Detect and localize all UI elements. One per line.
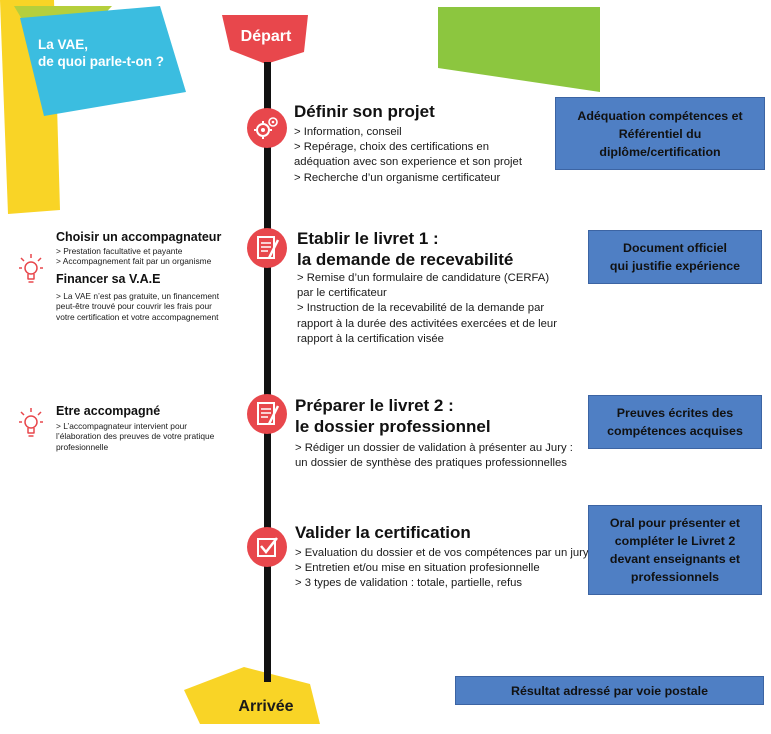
step-detail-line: rapport à la durée des activitées exercé…: [297, 317, 557, 330]
step-3-title: Préparer le livret 2 : le dossier profes…: [295, 395, 491, 437]
side-note-line: l’élaboration des preuves de votre prati…: [56, 431, 215, 442]
intro-line: La VAE,: [38, 37, 89, 52]
green-corner-shape: [438, 7, 600, 92]
gears-icon: [254, 117, 278, 139]
step-1-details: > Information, conseil > Repérage, choix…: [294, 125, 522, 186]
box-line: compétences acquises: [607, 424, 743, 438]
side-note-title: Financer sa V.A.E: [56, 272, 161, 286]
step-detail-line: > Remise d’un formulaire de candidature …: [297, 272, 550, 284]
box-line: Référentiel du: [618, 126, 702, 141]
side-note-line: > L’accompagnateur intervient pour: [56, 421, 188, 431]
side-note-title: Choisir un accompagnateur: [56, 230, 222, 244]
lightbulb-icon: [19, 408, 43, 437]
step-detail-line: > Evaluation du dossier et de vos compét…: [295, 547, 589, 559]
step-1-badge: [247, 108, 287, 148]
box-line: diplôme/certification: [599, 144, 721, 159]
box-line: qui justifie expérience: [609, 259, 741, 273]
step-detail-line: > Repérage, choix des certifications en: [294, 141, 489, 154]
side-note-line: > Prestation facultative et payante: [56, 246, 183, 256]
step-title-line: Valider la certification: [295, 523, 471, 542]
step-2-badge: [247, 228, 287, 268]
side-note-line: > La VAE n’est pas gratuite, un financem…: [56, 291, 220, 301]
cyan-intro-banner: [20, 6, 186, 116]
side-note-line: votre certification et votre accompagnem…: [56, 311, 219, 322]
box-line: professionnels: [630, 570, 720, 584]
step-detail-line: adéquation avec son experience et son pr…: [294, 156, 522, 169]
box-line: Preuves écrites des: [616, 406, 734, 420]
box-line: Document officiel: [623, 241, 727, 255]
box-line: devant enseignants et: [609, 552, 741, 566]
step-4-title: Valider la certification: [295, 522, 471, 543]
start-label: Départ: [240, 28, 292, 45]
intro-line: de quoi parle-t-on ?: [38, 54, 164, 69]
step-title-line: le dossier professionnel: [295, 417, 491, 436]
intro-title: La VAE, de quoi parle-t-on ?: [38, 36, 178, 70]
step-detail-line: un dossier de synthèse des pratiques pro…: [295, 457, 567, 470]
box-line: Oral pour présenter et: [609, 516, 741, 530]
step-detail-line: > Recherche d’un organisme certificateur: [294, 171, 501, 184]
step-3-badge: [247, 394, 287, 434]
side-note-details: > L’accompagnateur intervient pour l’éla…: [56, 421, 214, 452]
document-icon: [257, 236, 280, 259]
document-icon: [257, 402, 280, 425]
info-box-referential: Adéquation compétences et Référentiel du…: [555, 97, 765, 170]
step-detail-line: > Information, conseil: [294, 126, 402, 138]
box-line: compléter le Livret 2: [614, 534, 736, 548]
side-note-line: peut-être trouvé pour couvrir les frais …: [56, 301, 212, 312]
side-note-title: Etre accompagné: [56, 404, 161, 418]
step-2-title: Etablir le livret 1 : la demande de rece…: [297, 228, 513, 270]
step-detail-line: par le certificateur: [297, 287, 387, 300]
info-box-result: Résultat adressé par voie postale: [455, 676, 764, 705]
side-note-line: > Accompagnement fait par un organisme: [56, 256, 212, 267]
step-detail-line: > Rédiger un dossier de validation à pré…: [295, 442, 573, 454]
side-note-details: > Prestation facultative et payante > Ac…: [56, 246, 211, 267]
step-title-line: Préparer le livret 2 :: [295, 396, 454, 415]
box-line: Résultat adressé par voie postale: [511, 683, 708, 698]
info-box-oral-exam: Oral pour présenter et compléter le Livr…: [588, 505, 762, 595]
step-detail-line: > Instruction de la recevabilité de la d…: [297, 302, 545, 315]
end-banner-shape: [184, 667, 320, 724]
step-title-line: Définir son projet: [294, 102, 435, 121]
side-note-line: profesionnelle: [56, 441, 109, 452]
step-2-details: > Remise d’un formulaire de candidature …: [297, 271, 557, 347]
lightbulb-icon: [19, 254, 43, 283]
end-label: Arrivée: [238, 698, 294, 715]
step-detail-line: rapport à la certification visée: [297, 332, 444, 345]
checkbox-icon: [257, 537, 278, 557]
step-title-line: Etablir le livret 1 :: [297, 229, 439, 248]
step-4-badge: [247, 527, 287, 567]
side-note-details: > La VAE n’est pas gratuite, un financem…: [56, 291, 219, 322]
step-title-line: la demande de recevabilité: [297, 250, 514, 269]
box-line: Adéquation compétences et: [577, 108, 743, 123]
step-3-details: > Rédiger un dossier de validation à pré…: [295, 441, 573, 471]
start-banner-shape: [222, 15, 308, 64]
step-detail-line: > 3 types de validation : totale, partie…: [295, 577, 523, 590]
step-4-details: > Evaluation du dossier et de vos compét…: [295, 546, 589, 592]
info-box-written-evidence: Preuves écrites des compétences acquises: [588, 395, 762, 449]
info-box-official-document: Document officiel qui justifie expérienc…: [588, 230, 762, 284]
step-1-title: Définir son projet: [294, 101, 435, 122]
step-detail-line: > Entretien et/ou mise en situation prof…: [295, 562, 540, 575]
timeline-line: [264, 62, 271, 682]
